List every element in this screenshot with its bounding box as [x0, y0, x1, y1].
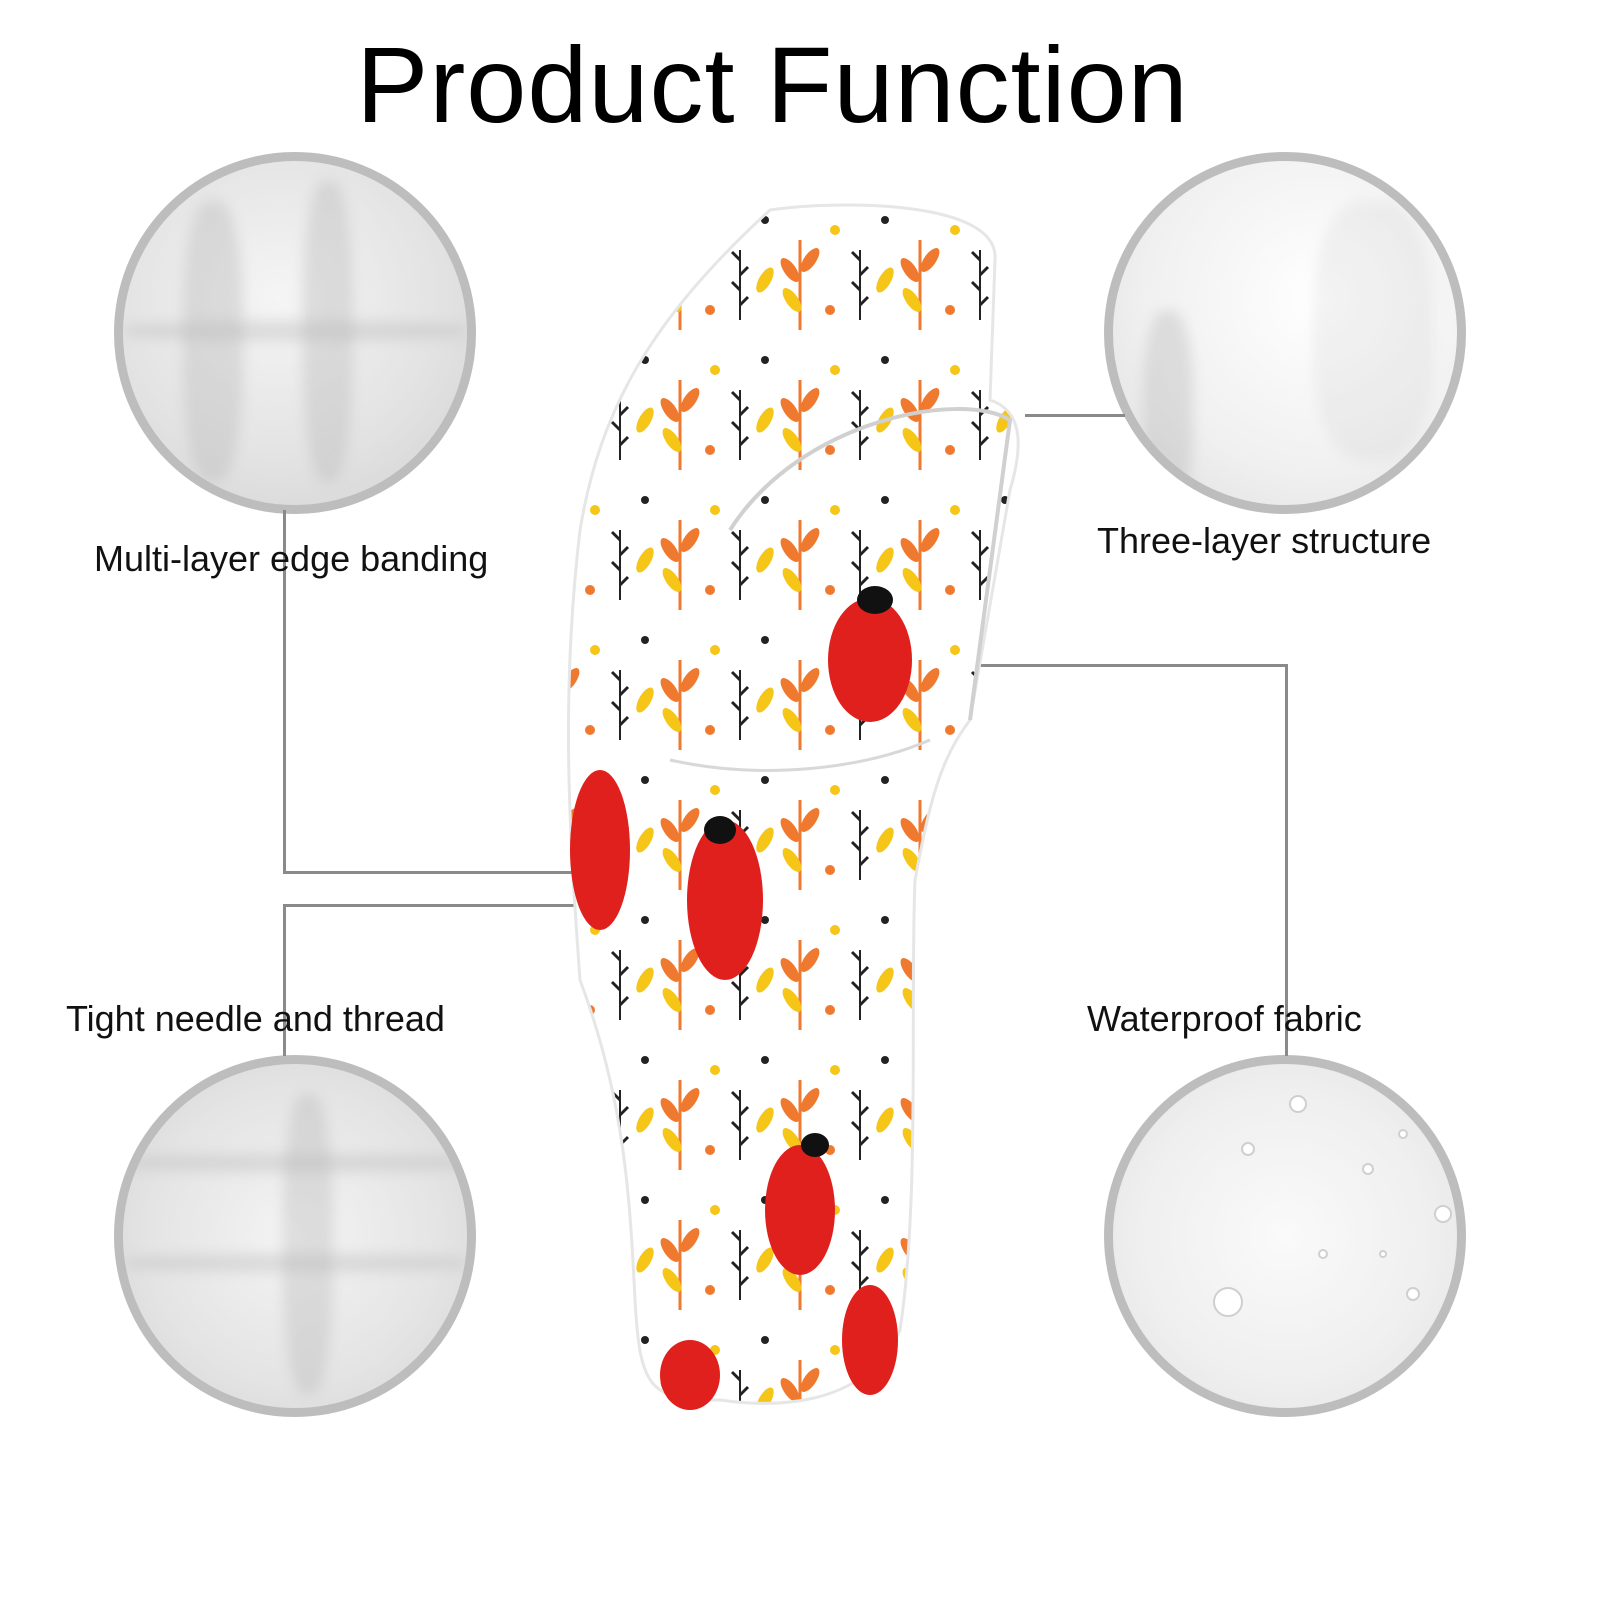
callout-line: [968, 664, 1288, 667]
callout-line: [1025, 414, 1125, 417]
layer-structure-closeup-image: [1104, 152, 1466, 514]
feature-label: Waterproof fabric: [1087, 998, 1362, 1039]
stitching-closeup-image: [114, 1055, 476, 1417]
callout-line: [283, 904, 595, 907]
ladybug-icon: [570, 586, 912, 1410]
waterproof-fabric-closeup-image: [1104, 1055, 1466, 1417]
callout-line: [283, 871, 591, 874]
feature-label: Tight needle and thread: [66, 998, 445, 1039]
ladybug-headcover-image: [566, 203, 1020, 1410]
feature-label: Multi-layer edge banding: [94, 538, 489, 579]
feature-label: Three-layer structure: [1097, 520, 1432, 561]
callout-line: [1285, 664, 1288, 1056]
edge-banding-closeup-image: [114, 152, 476, 514]
page-title: Product Function: [356, 24, 1189, 145]
callout-line: [283, 510, 286, 873]
callout-line: [283, 904, 286, 1056]
